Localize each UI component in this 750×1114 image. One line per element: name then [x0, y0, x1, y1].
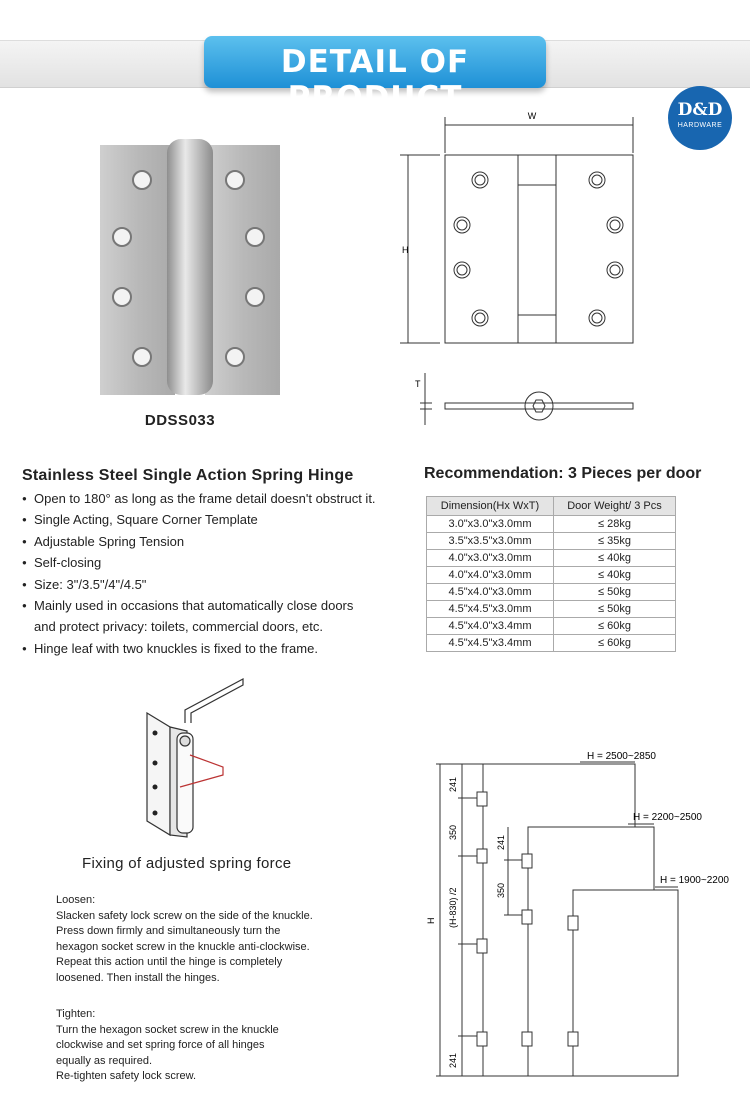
table-cell: 3.0"x3.0"x3.0mm [426, 515, 554, 533]
dim-formula: (H-830) /2 [448, 887, 458, 928]
table-cell: ≤ 50kg [552, 583, 677, 601]
table-cell: 4.5"x4.0"x3.4mm [426, 617, 554, 635]
table-row: 4.5"x4.5"x3.4mm≤ 60kg [426, 634, 677, 652]
tighten-instructions: Tighten: Turn the hexagon socket screw i… [56, 1007, 376, 1085]
loosen-heading: Loosen: [56, 894, 96, 906]
table-cell: 4.5"x4.0"x3.0mm [426, 583, 554, 601]
product-photo [100, 139, 280, 395]
table-row: 4.5"x4.0"x3.4mm≤ 60kg [426, 617, 677, 635]
banner [204, 36, 546, 88]
width-label: W [528, 111, 537, 121]
instruction-line: clockwise and set spring force of all hi… [56, 1039, 265, 1051]
table-cell: 4.0"x3.0"x3.0mm [426, 549, 554, 567]
recommendation-table: Dimension(Hx WxT) Door Weight/ 3 Pcs 3.0… [426, 496, 677, 652]
instruction-line: Repeat this action until the hinge is co… [56, 956, 283, 968]
table-row: 4.5"x4.5"x3.0mm≤ 50kg [426, 600, 677, 618]
dim-top-2: 241 [496, 835, 506, 850]
product-title: Stainless Steel Single Action Spring Hin… [22, 467, 354, 484]
door-hinge-diagram: H = 2500~2850 H = 2200~2500 H = 1900~220… [426, 751, 729, 1077]
table-row: 4.0"x4.0"x3.0mm≤ 40kg [426, 566, 677, 584]
feature-item: Single Acting, Square Corner Template [22, 509, 412, 531]
door-height-label-1: H = 2500~2850 [587, 751, 656, 762]
table-cell: ≤ 60kg [552, 634, 677, 652]
dim-h: H [426, 918, 436, 925]
feature-item: Mainly used in occasions that automatica… [22, 595, 412, 617]
table-cell: ≤ 40kg [552, 549, 677, 567]
feature-item: Adjustable Spring Tension [22, 531, 412, 553]
table-cell: ≤ 50kg [552, 600, 677, 618]
table-row: 4.0"x3.0"x3.0mm≤ 40kg [426, 549, 677, 567]
door-height-label-3: H = 1900~2200 [660, 875, 729, 886]
instruction-line: Re-tighten safety lock screw. [56, 1070, 197, 1082]
instruction-line: Slacken safety lock screw on the side of… [56, 909, 313, 922]
instruction-line: hexagon socket screw in the knuckle anti… [56, 940, 310, 953]
logo-brand: D&D [677, 100, 723, 120]
brand-logo: D&D HARDWARE [668, 86, 732, 150]
page-title: DETAIL OF PRODUCT [280, 44, 470, 116]
tighten-heading: Tighten: [56, 1008, 96, 1020]
hinge-wrench-illustration [146, 677, 244, 838]
dim-mid: 350 [448, 825, 458, 840]
feature-item: Hinge leaf with two knuckles is fixed to… [22, 638, 412, 660]
table-cell: 4.5"x4.5"x3.4mm [426, 634, 554, 652]
table-cell: 4.5"x4.5"x3.0mm [426, 600, 554, 618]
height-label: H [402, 245, 409, 255]
instruction-line: Turn the hexagon socket screw in the knu… [56, 1023, 279, 1036]
feature-item: Self-closing [22, 552, 412, 574]
table-row: 4.5"x4.0"x3.0mm≤ 50kg [426, 583, 677, 601]
table-cell: 4.0"x4.0"x3.0mm [426, 566, 554, 584]
dim-top: 241 [448, 777, 458, 792]
loosen-instructions: Loosen: Slacken safety lock screw on the… [56, 893, 376, 986]
technical-drawing: W H T [400, 111, 634, 425]
instruction-line: equally as required. [56, 1054, 153, 1067]
table-cell: ≤ 60kg [552, 617, 677, 635]
table-header: Dimension(Hx WxT) [426, 496, 554, 516]
table-header: Door Weight/ 3 Pcs [552, 496, 677, 516]
table-cell: ≤ 28kg [552, 515, 677, 533]
table-cell: 3.5"x3.5"x3.0mm [426, 532, 554, 550]
dim-bottom: 241 [448, 1053, 458, 1068]
recommendation-title: Recommendation: 3 Pieces per door [424, 465, 702, 482]
feature-item: Size: 3"/3.5"/4"/4.5" [22, 574, 412, 596]
table-row: 3.5"x3.5"x3.0mm≤ 35kg [426, 532, 677, 550]
thickness-label: T [415, 379, 421, 389]
door-height-label-2: H = 2200~2500 [633, 812, 702, 823]
table-cell: ≤ 40kg [552, 566, 677, 584]
instruction-line: loosened. Then install the hinges. [56, 971, 220, 984]
fixing-caption: Fixing of adjusted spring force [82, 855, 292, 872]
table-cell: ≤ 35kg [552, 532, 677, 550]
feature-list: Open to 180° as long as the frame detail… [22, 488, 412, 660]
table-row: 3.0"x3.0"x3.0mm≤ 28kg [426, 515, 677, 533]
logo-sub: HARDWARE [677, 122, 723, 129]
instruction-line: Press down firmly and simultaneously tur… [56, 925, 281, 937]
dim-mid-2: 350 [496, 883, 506, 898]
feature-item: Open to 180° as long as the frame detail… [22, 488, 412, 510]
product-model: DDSS033 [144, 412, 216, 429]
feature-item-continued: and protect privacy: toilets, commercial… [34, 619, 324, 635]
